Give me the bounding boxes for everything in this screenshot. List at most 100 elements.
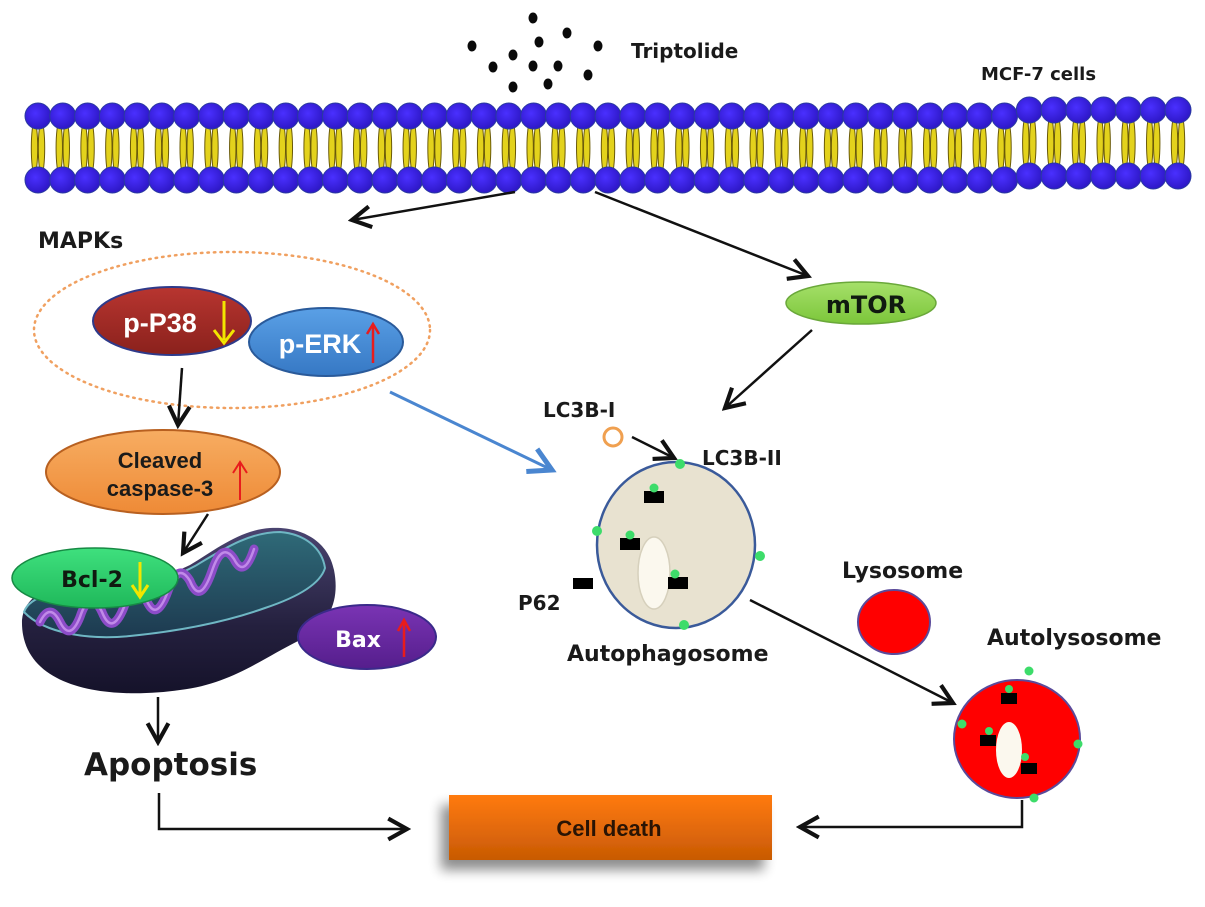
lipid-tail <box>278 121 294 175</box>
lipid-head-outer <box>98 102 126 130</box>
cargo-icon <box>637 536 671 610</box>
node-bax[interactable]: Bax <box>297 604 437 670</box>
arrow-mapks-to-autophagosome <box>389 390 552 470</box>
lipid-head-outer <box>668 102 696 130</box>
p-p38-label: p-P38 <box>123 308 197 338</box>
lipid-head-inner <box>123 166 151 194</box>
lipid-head-outer <box>470 102 498 130</box>
arrow-membrane-to-mtor <box>594 190 808 276</box>
up-arrow-icon <box>365 321 381 363</box>
autolysosome[interactable] <box>953 666 1083 803</box>
lipid-head-inner <box>991 166 1019 194</box>
lysosome[interactable] <box>857 589 931 655</box>
lipid-head-inner <box>371 166 399 194</box>
lipid-head-outer <box>891 102 919 130</box>
lipid-head-inner <box>297 166 325 194</box>
lipid-head-outer <box>173 102 201 130</box>
triptolide-molecule-icon <box>543 78 553 90</box>
lipid-tail <box>1146 115 1161 171</box>
lipid-head-inner <box>966 166 994 194</box>
triptolide-molecule-icon <box>467 40 477 52</box>
lipid-head-outer <box>966 102 994 130</box>
lipid-head-inner <box>98 166 126 194</box>
lipid-tail <box>749 121 764 175</box>
lipid-tail <box>501 121 517 175</box>
lipid-head-inner <box>495 166 523 194</box>
lipid-head-outer <box>123 102 151 130</box>
up-arrow-icon <box>396 617 412 657</box>
lipid-head-outer <box>1164 96 1192 124</box>
lipid-head-outer <box>297 102 325 130</box>
lipid-tail <box>303 121 318 175</box>
autophagosome[interactable] <box>592 459 765 630</box>
lipid-head-outer <box>569 102 597 130</box>
node-cleaved-caspase-3[interactable]: Cleaved caspase-3 <box>45 429 281 515</box>
down-arrow-icon <box>130 562 150 600</box>
node-p-erk[interactable]: p-ERK <box>248 307 404 377</box>
lipid-head-inner <box>321 166 349 194</box>
lipid-head-outer <box>916 102 944 130</box>
lipid-tail <box>352 121 368 175</box>
cell-death-label: Cell death <box>556 816 661 841</box>
triptolide-molecule-icon <box>528 60 538 72</box>
lipid-tail <box>253 121 269 175</box>
lipid-head-outer <box>544 102 572 130</box>
triptolide-molecule-icon <box>593 40 603 52</box>
lipid-head-outer <box>445 102 473 130</box>
lipid-head-outer <box>74 102 102 130</box>
lipid-tail <box>1170 115 1186 171</box>
lc3b-i-label: LC3B-I <box>543 398 615 422</box>
lipid-head-inner <box>470 166 498 194</box>
lipid-head-outer <box>842 102 870 130</box>
lipid-head-inner <box>1139 162 1167 190</box>
lipid-head-outer <box>991 102 1019 130</box>
cell-death-box[interactable]: Cell death <box>449 795 772 860</box>
lipid-head-outer <box>222 102 250 130</box>
mcf-7-cells-label: MCF-7 cells <box>981 64 1096 85</box>
lipid-tail <box>154 121 170 175</box>
lipid-tail <box>576 121 591 175</box>
lipid-head-inner <box>1164 162 1192 190</box>
lipid-head-inner <box>693 166 721 194</box>
lc3b-ii-markers <box>592 459 765 630</box>
lipid-head-inner <box>668 166 696 194</box>
arrow-lc3b-i-to-lc3b-ii <box>631 435 674 458</box>
lipid-head-outer <box>1015 96 1043 124</box>
lipid-tail <box>873 121 888 175</box>
arrow-autophagosome-to-autolysosome <box>749 598 953 703</box>
lipid-head-inner <box>619 166 647 194</box>
triptolide-molecule-icon <box>534 36 544 48</box>
lipid-head-inner <box>1015 162 1043 190</box>
lipid-tail <box>55 121 70 175</box>
arrow-mtor-to-autophagosome <box>725 329 813 408</box>
lipid-tail <box>997 121 1012 175</box>
lipid-head-outer <box>321 102 349 130</box>
lipid-tail <box>1046 115 1062 171</box>
lipid-tail <box>452 121 467 175</box>
lc3b-ii-label: LC3B-II <box>702 446 782 470</box>
lipid-head-outer <box>396 102 424 130</box>
lipid-head-outer <box>520 102 548 130</box>
lipid-tail <box>1121 115 1136 171</box>
p62-markers <box>620 491 688 589</box>
mapks-label: MAPKs <box>38 229 123 254</box>
lipid-tail <box>328 121 343 175</box>
lipid-head-inner <box>24 166 52 194</box>
lipid-tail <box>179 121 194 175</box>
lipid-head-outer <box>718 102 746 130</box>
lipid-head-outer <box>767 102 795 130</box>
node-bcl-2[interactable]: Bcl-2 <box>11 547 179 609</box>
lipid-head-outer <box>594 102 622 130</box>
lipid-head-outer <box>49 102 77 130</box>
lipid-head-outer <box>197 102 225 130</box>
arrow-apoptosis-to-cell-death <box>157 793 407 829</box>
autophagosome-label: Autophagosome <box>567 642 769 667</box>
node-p-p38[interactable]: p-P38 <box>92 286 252 356</box>
lipid-tail <box>699 121 715 175</box>
triptolide-molecule-icon <box>508 81 518 93</box>
lipid-tail <box>229 121 244 175</box>
node-mtor[interactable]: mTOR <box>785 281 937 325</box>
lipid-head-inner <box>346 166 374 194</box>
lipid-tail <box>377 121 393 175</box>
